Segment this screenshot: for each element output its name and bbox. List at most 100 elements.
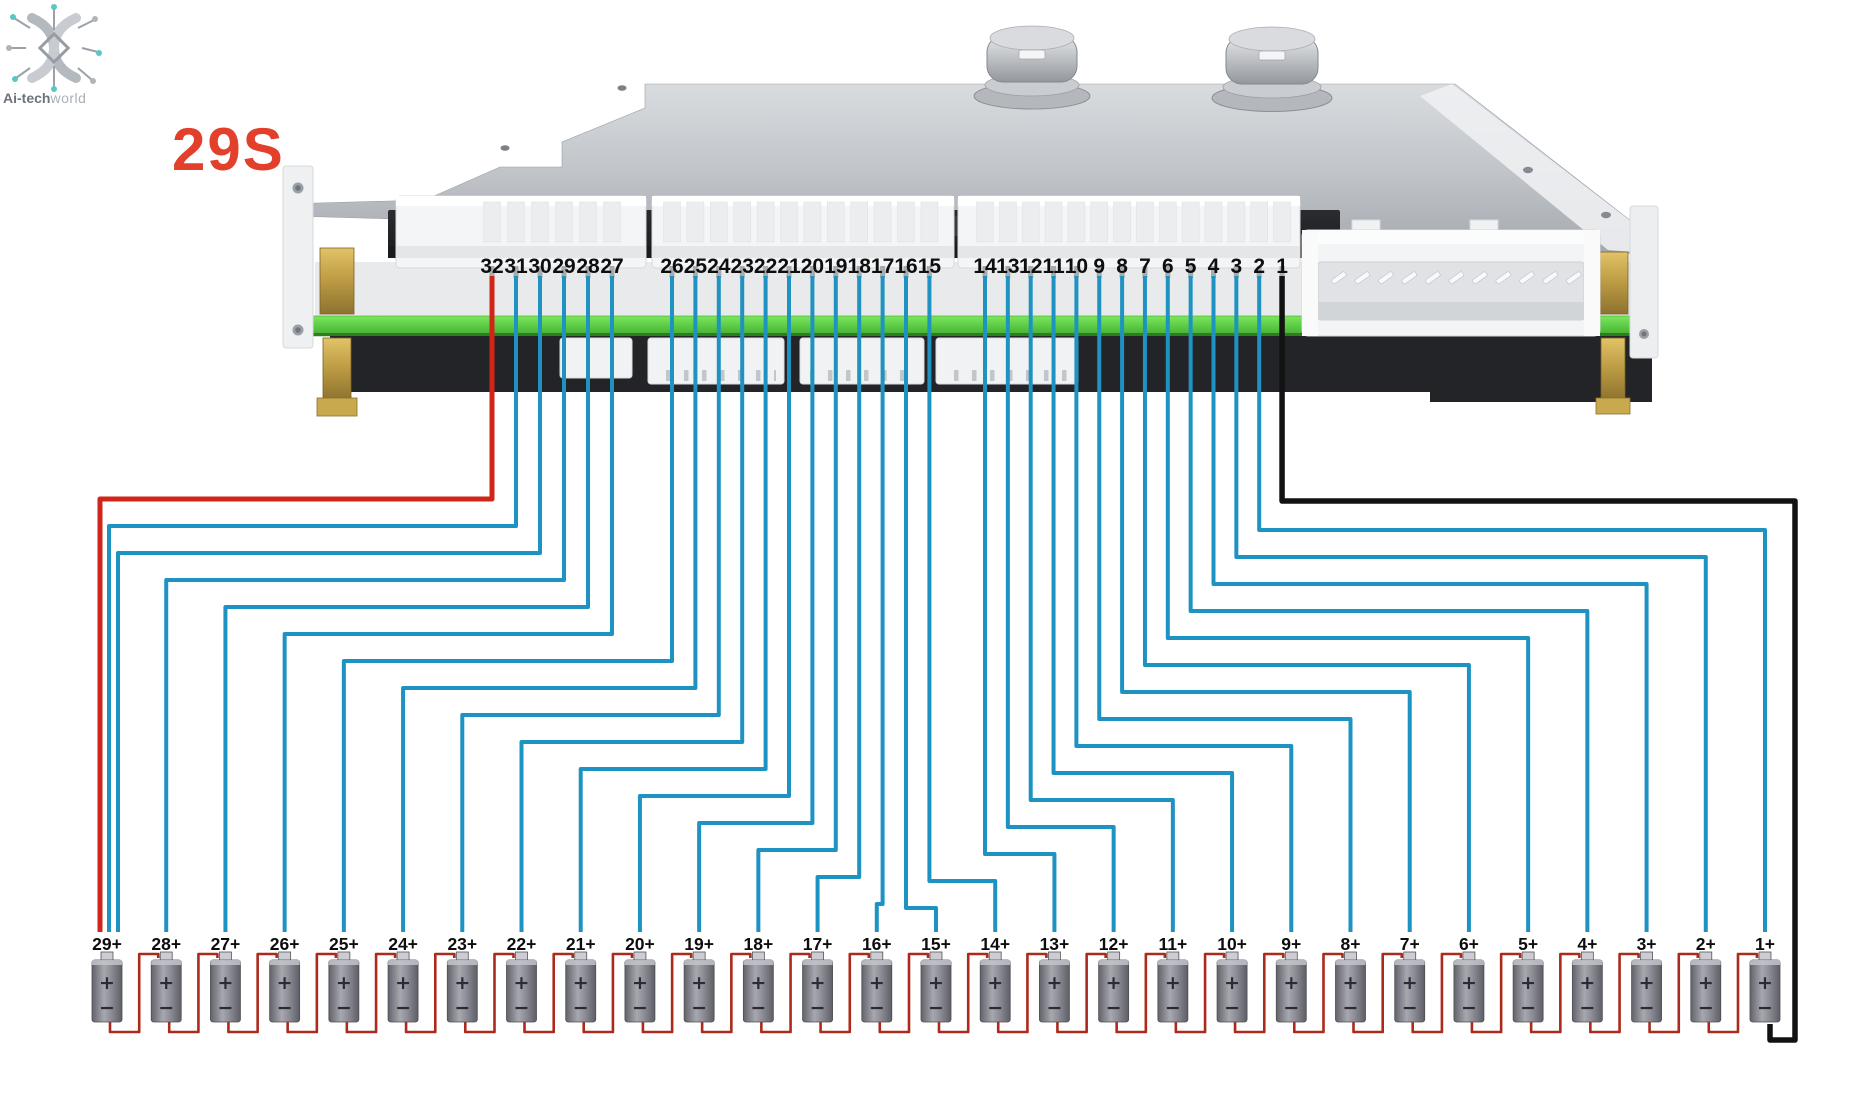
balance-connector-pin — [1425, 271, 1441, 285]
series-link-26+-25+ — [286, 952, 338, 1034]
pin-label-28: 28 — [576, 255, 600, 278]
connector-slot-2 — [1250, 201, 1268, 243]
series-link-21+-20+ — [582, 952, 634, 1034]
pin-stub-16 — [903, 266, 909, 278]
pin-stub-31 — [513, 266, 519, 278]
battery-label-5+: 5+ — [1518, 934, 1538, 954]
pin-label-3: 3 — [1231, 255, 1243, 278]
pin-stub-24 — [716, 266, 722, 278]
wire-pin-11-to-10+ — [1051, 276, 1235, 932]
battery-minus-mark: − — [750, 997, 766, 1019]
battery-minus-mark: − — [1283, 997, 1299, 1019]
series-link-7+-6+ — [1411, 952, 1463, 1034]
pin-label-9: 9 — [1093, 255, 1105, 278]
pin-label-24: 24 — [707, 255, 731, 278]
battery-plus-mark: + — [750, 972, 766, 994]
battery-cell-7+: 7+ + − — [1394, 934, 1426, 1023]
battery-cell-17+: 17++− — [802, 934, 833, 1023]
connector-slot-18 — [850, 201, 869, 243]
wire-pin-9-to-8+ — [1097, 276, 1353, 932]
battery-top-highlight — [1157, 960, 1188, 965]
plate-screw-hole — [500, 145, 510, 151]
battery-label-10+: 10+ — [1217, 934, 1247, 954]
battery-label-21+: 21+ — [566, 934, 596, 954]
battery-plus-mark: + — [1402, 972, 1418, 994]
balance-connector-pin — [1542, 271, 1559, 285]
battery-label-22+: 22+ — [507, 934, 537, 954]
plate-screw-hole — [617, 85, 627, 91]
wire-pin-24-to-23+ — [460, 276, 721, 932]
battery-plus-mark: + — [99, 972, 115, 994]
wire-pin-17-to-16+ — [874, 276, 885, 932]
battery-plus-mark: + — [1579, 972, 1595, 994]
battery-top-highlight — [210, 960, 241, 965]
pin-stub-29 — [561, 266, 567, 278]
battery-top-highlight — [1513, 960, 1544, 965]
battery-top-highlight — [1098, 960, 1129, 965]
pin-stub-27 — [609, 266, 615, 278]
battery-plus-mark: + — [1461, 972, 1477, 994]
battery-minus-mark: − — [1461, 997, 1477, 1019]
connector-slot-16 — [897, 201, 915, 243]
pin-label-10: 10 — [1065, 255, 1088, 278]
battery-cell-20+: 20++− — [624, 934, 656, 1023]
battery-label-12+: 12+ — [1099, 934, 1129, 954]
pin-stub-15 — [926, 266, 932, 278]
series-link-16+-15+ — [878, 952, 930, 1034]
battery-minus-mark: − — [691, 997, 707, 1019]
battery-minus-mark: − — [514, 997, 530, 1019]
battery-plus-mark: + — [632, 972, 648, 994]
connector-slot-17 — [873, 201, 892, 243]
battery-cell-19+: 19++− — [683, 934, 715, 1023]
wire-pin-32-to-29+ — [97, 276, 495, 932]
battery-top-highlight — [920, 960, 951, 965]
battery-label-2+: 2+ — [1696, 934, 1716, 954]
battery-label-7+: 7+ — [1400, 934, 1420, 954]
battery-top-highlight — [684, 960, 715, 965]
series-link-4+-3+ — [1589, 952, 1640, 1034]
wire-pin-19-to-18+ — [756, 276, 838, 932]
pin-label-25: 25 — [684, 255, 708, 278]
terminal-bolt-left — [973, 25, 1091, 110]
pin-stub-23 — [739, 266, 745, 278]
pin-stub-2 — [1256, 266, 1262, 278]
terminal-bolt-right — [1211, 26, 1333, 112]
connector-slot-5 — [1181, 201, 1200, 243]
series-link-18+-17+ — [760, 952, 811, 1034]
battery-label-26+: 26+ — [270, 934, 300, 954]
plate-screw-hole — [1523, 166, 1533, 174]
battery-label-27+: 27+ — [211, 934, 241, 954]
brand-text: Ai-techworld — [3, 90, 86, 106]
battery-label-6+: 6+ — [1459, 934, 1479, 954]
pin-stub-22 — [763, 266, 769, 278]
pin-label-13: 13 — [996, 255, 1019, 278]
battery-minus-mark: − — [1639, 997, 1655, 1019]
battery-minus-mark: − — [573, 997, 589, 1019]
connector-slot-19 — [826, 201, 845, 243]
series-link-3+-2+ — [1648, 952, 1700, 1034]
battery-plus-mark: + — [573, 972, 589, 994]
battery-cell-21+: 21+ + − — [565, 934, 597, 1023]
battery-top-highlight — [1039, 960, 1070, 965]
pin-label-20: 20 — [801, 255, 824, 278]
battery-cell-24+: 24++− — [387, 934, 419, 1023]
connector-slot-26 — [663, 201, 681, 243]
battery-plus-mark: + — [691, 972, 707, 994]
pin-stub-8 — [1119, 266, 1125, 278]
pin-stub-26 — [669, 266, 675, 278]
battery-label-15+: 15+ — [921, 934, 951, 954]
battery-minus-mark: − — [928, 997, 944, 1019]
battery-minus-mark: − — [1402, 997, 1418, 1019]
connector-slot-23 — [733, 201, 752, 243]
series-link-13+-12+ — [1056, 952, 1107, 1034]
connector-slot-12 — [1021, 201, 1040, 243]
battery-top-highlight — [565, 960, 596, 965]
balance-connector-pin — [1354, 271, 1371, 285]
pin-label-30: 30 — [528, 255, 551, 278]
pin-label-16: 16 — [894, 255, 917, 278]
wire-pin-3-to-2+ — [1234, 276, 1708, 932]
wire-pin-28-to-27+ — [223, 276, 590, 932]
balance-connector-pin — [1519, 271, 1535, 285]
pin-label-6: 6 — [1162, 255, 1174, 278]
battery-minus-mark: − — [810, 997, 826, 1019]
